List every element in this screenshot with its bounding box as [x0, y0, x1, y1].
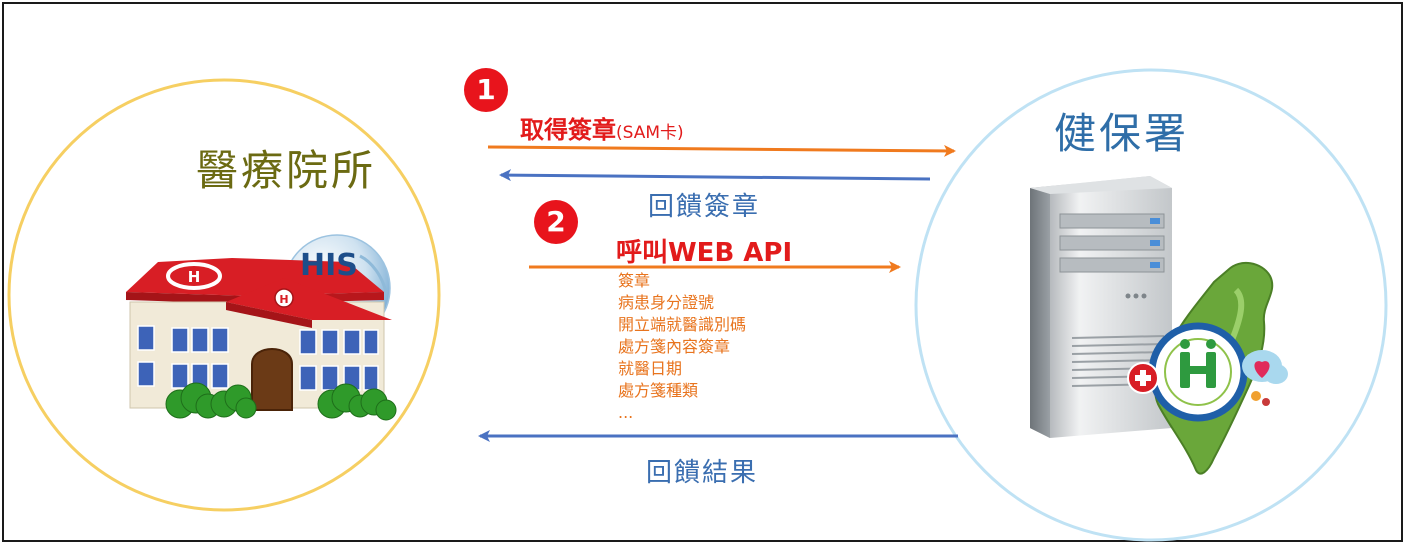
svg-text:H: H [188, 268, 201, 286]
step-1-badge: 1 [464, 68, 508, 112]
svg-text:H: H [279, 293, 288, 306]
his-badge: HIS [300, 248, 358, 283]
nhi-logo-icon [1127, 322, 1288, 422]
get-signature-label: 取得簽章(SAM卡) [520, 110, 684, 145]
api-param-item: 處方箋內容簽章 [618, 337, 731, 356]
api-param-item: ... [618, 403, 634, 422]
arrow-get-signature [487, 144, 956, 157]
api-param-item: 處方箋種類 [618, 381, 699, 400]
hospital-building-icon: H H [126, 258, 397, 421]
api-param-list: 簽章 病患身分證號 開立端就醫識別碼 處方箋內容簽章 就醫日期 處方箋種類 ..… [618, 270, 746, 424]
nhi-label: 健保署 [1054, 109, 1190, 158]
get-signature-text: 取得簽章 [520, 116, 616, 144]
call-web-api-label: 呼叫WEB API [616, 238, 793, 268]
return-signature-label: 回饋簽章 [648, 192, 761, 222]
api-param-item: 就醫日期 [618, 359, 683, 378]
sam-card-note: (SAM卡) [616, 123, 684, 143]
arrow-return-signature [499, 169, 931, 182]
api-param-item: 開立端就醫識別碼 [618, 315, 747, 334]
server-tower-icon [1030, 176, 1172, 438]
nhi-circle [914, 68, 1388, 542]
step-2-badge: 2 [534, 200, 578, 244]
api-param-item: 病患身分證號 [618, 293, 715, 312]
hospital-circle [7, 78, 441, 512]
return-result-label: 回饋結果 [646, 458, 759, 488]
hospital-label: 醫療院所 [196, 146, 377, 195]
api-param-item: 簽章 [618, 271, 651, 290]
